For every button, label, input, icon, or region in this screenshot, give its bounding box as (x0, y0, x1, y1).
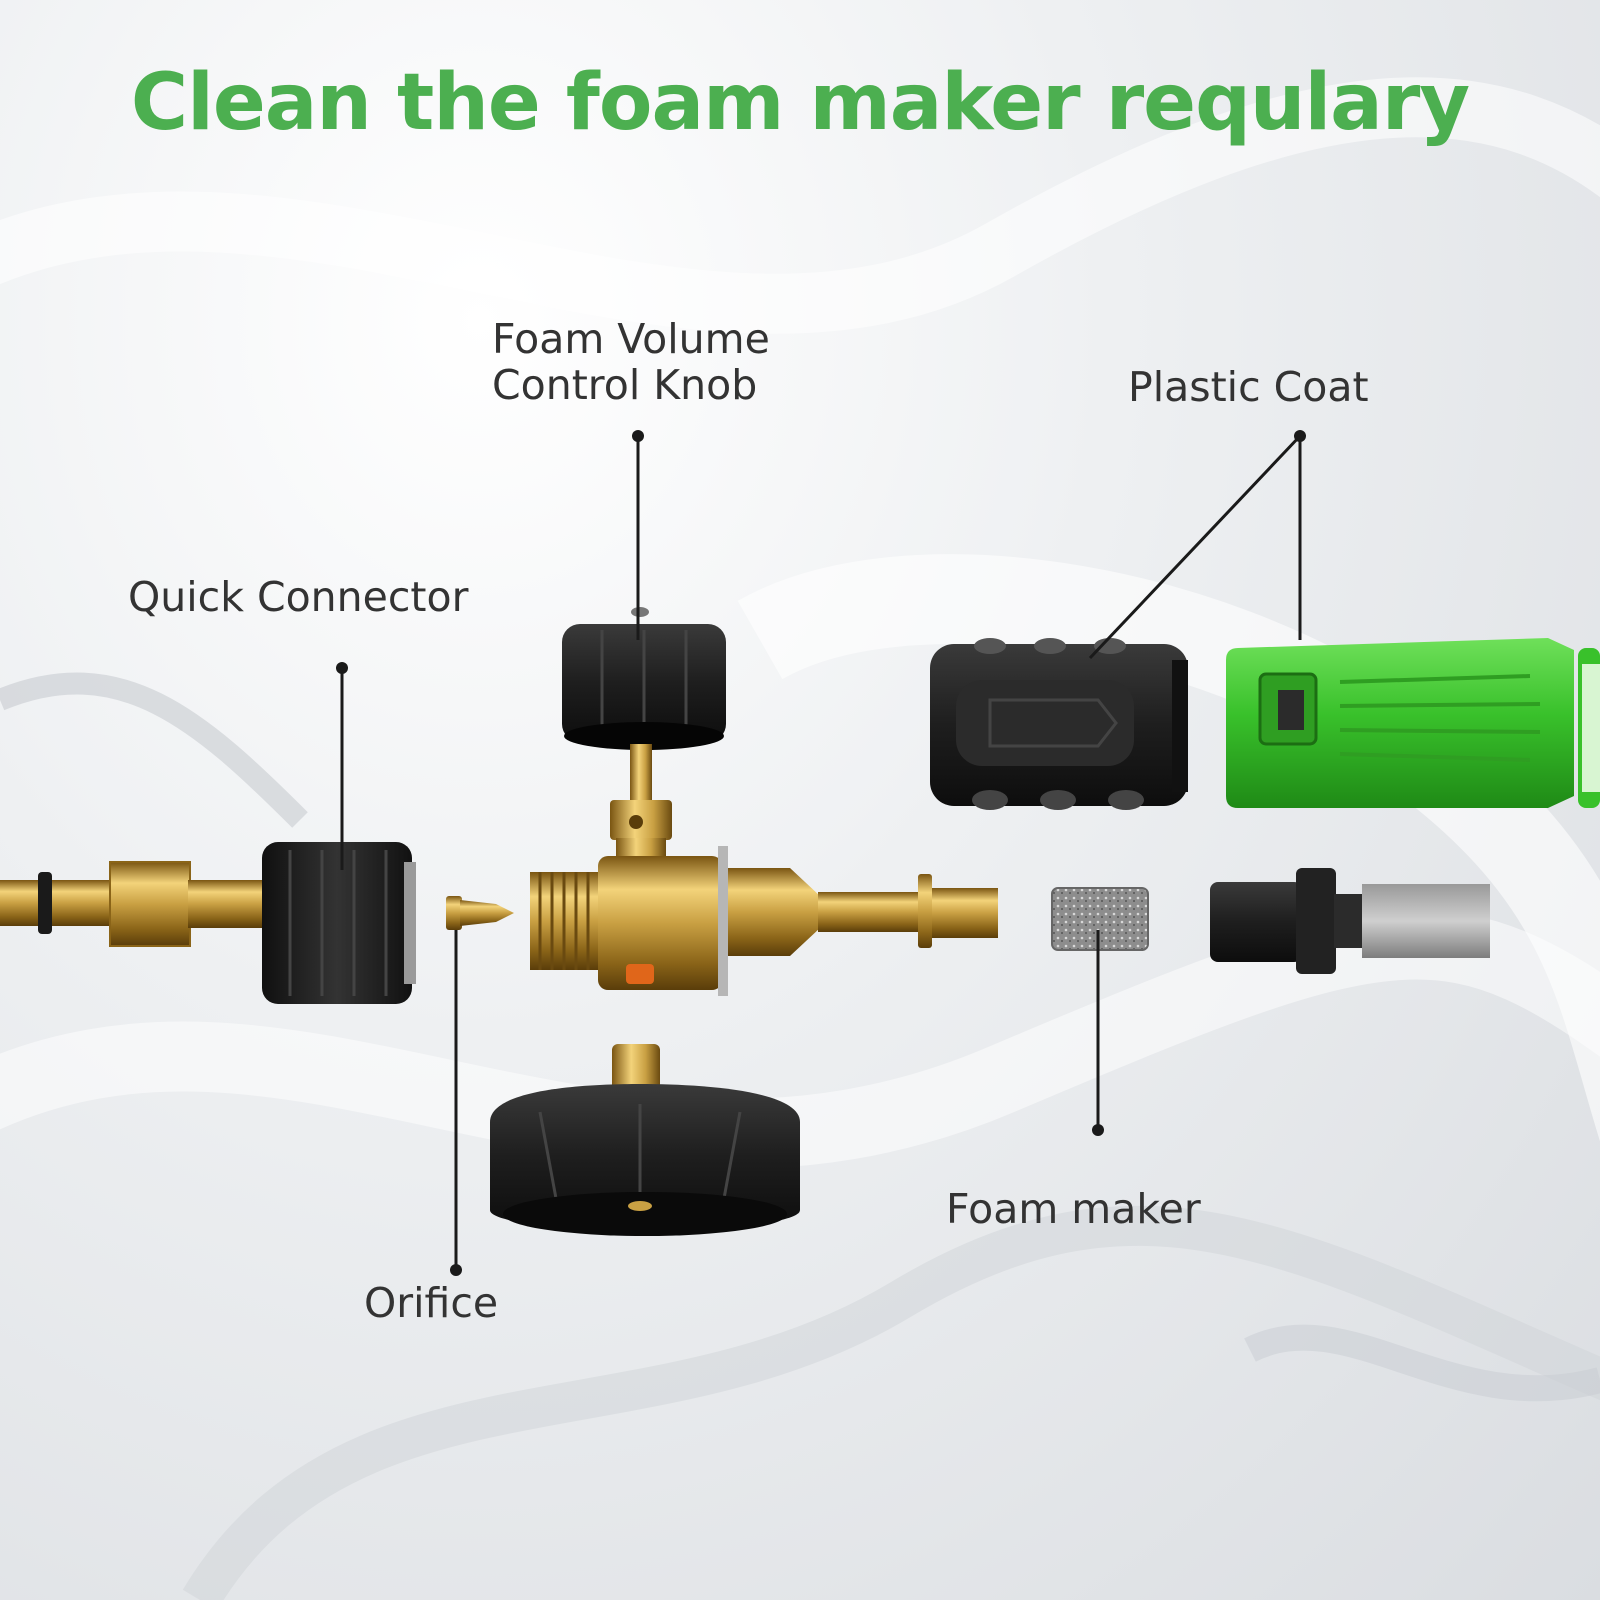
label-knob-line2: Control Knob (492, 361, 758, 409)
black-plastic-sleeve (930, 638, 1188, 810)
valve-stem (610, 744, 672, 856)
label-plastic-coat: Plastic Coat (1128, 363, 1369, 411)
nozzle-end-piece (1210, 868, 1490, 974)
foam-volume-knob (562, 607, 726, 750)
label-foam-volume-control-knob: Foam Volume Control Knob (492, 316, 770, 408)
label-orifice: Orifice (364, 1279, 499, 1327)
label-knob-line1: Foam Volume (492, 315, 770, 363)
green-plastic-cover (1226, 638, 1600, 808)
quick-connector-collar (262, 842, 416, 1004)
label-foam-maker: Foam maker (946, 1185, 1201, 1233)
foam-maker-mesh (1051, 887, 1149, 951)
page-title: Clean the foam maker requlary (130, 58, 1470, 148)
orifice-part (446, 896, 514, 930)
brass-inlet-rod (0, 861, 278, 947)
bottom-bottle-cap (490, 1044, 800, 1236)
brass-body (530, 846, 998, 996)
callout-lines (336, 430, 1306, 1276)
label-quick-connector: Quick Connector (128, 573, 469, 621)
